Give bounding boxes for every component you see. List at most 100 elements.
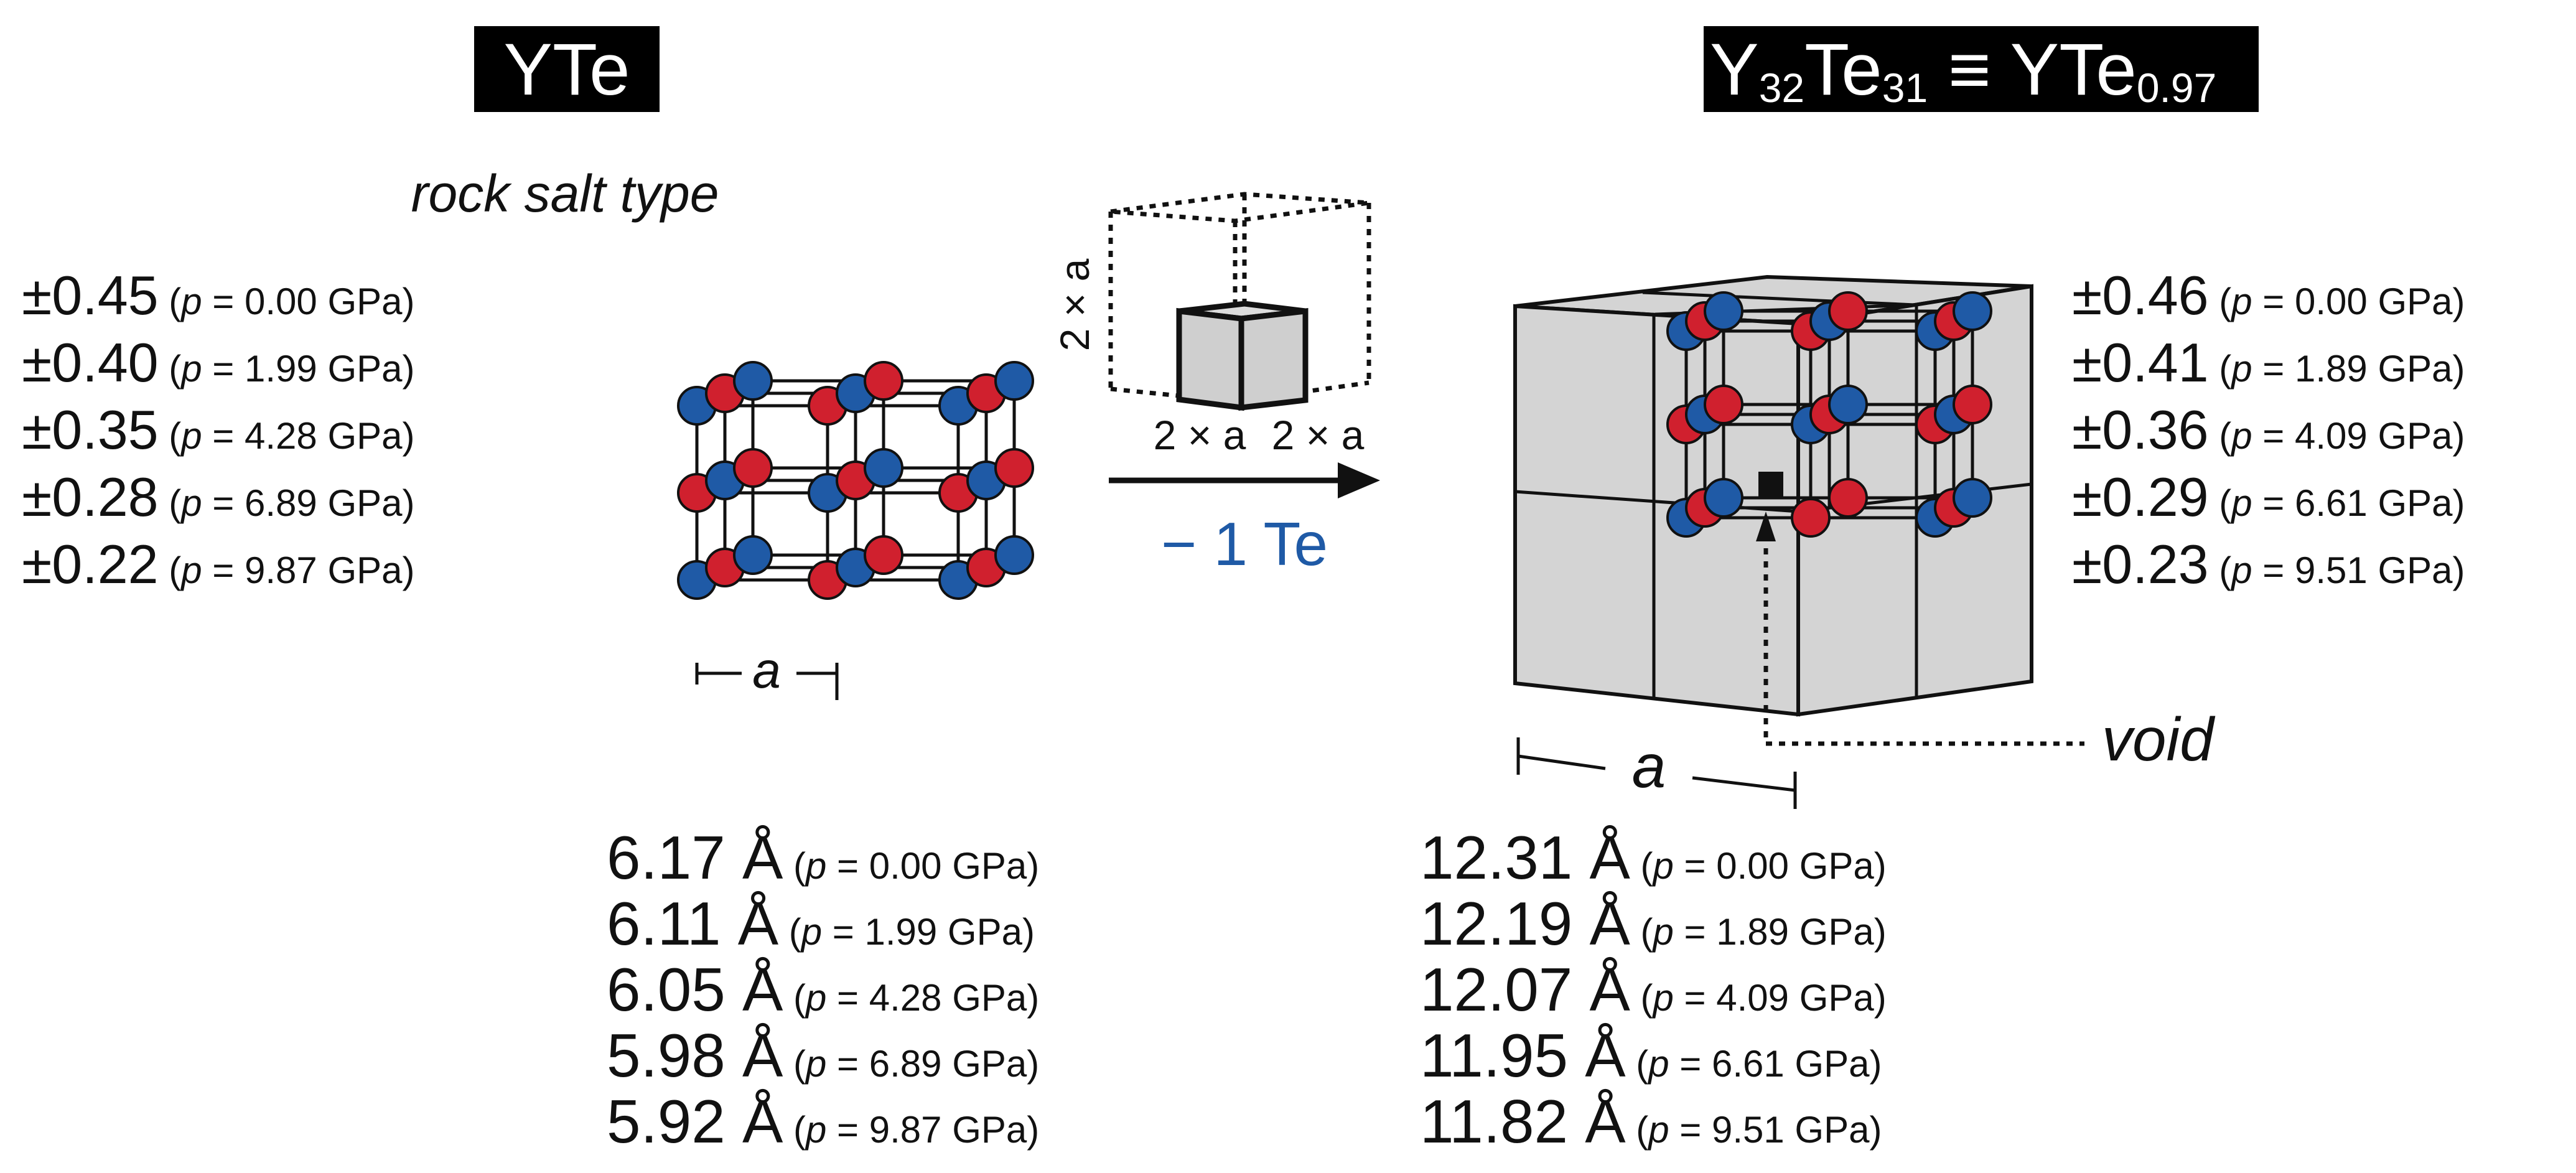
value-text: ±0.29 [2072,466,2209,528]
rock-salt-unit-cell [677,361,1034,600]
equals: = [826,1109,869,1151]
angstrom-unit: Å [726,823,783,892]
value-text: ±0.22 [22,533,159,595]
right-title-background [1704,26,2259,112]
value-text: ±0.23 [2072,533,2209,595]
left-charge-list: ±0.45 (p = 0.00 GPa)±0.40 (p = 1.99 GPa)… [22,264,415,595]
title-te: Te [1804,29,1882,111]
lattice-parameter-row: 5.92 Å (p = 9.87 GPa) [607,1087,1039,1156]
close-paren: ) [1022,911,1035,953]
pressure-unit: GPa [942,977,1027,1019]
right-lattice-bracket: a [1516,732,1797,809]
value-text: ±0.35 [22,399,159,460]
equals: = [2252,415,2295,457]
tellurium-atom [733,448,773,488]
bracket-line-right [1692,776,1796,792]
equals: = [822,911,864,953]
open-paren: ( [159,549,182,591]
angstrom-unit: Å [726,1087,783,1156]
left-title-background [474,26,660,112]
tellurium-atom [1791,498,1831,538]
open-paren: ( [159,281,182,322]
pressure-value: 6.89 [869,1043,942,1085]
pressure-symbol: p [1652,911,1674,953]
value-text: ±0.28 [22,466,159,528]
pressure-symbol: p [180,281,202,322]
pressure-symbol: p [2230,549,2252,591]
value-text: ±0.40 [22,332,159,393]
tellurium-atom [1828,291,1868,331]
value-text: 6.05 [607,955,726,1024]
open-paren: ( [2209,281,2232,322]
bracket-line-left [1518,754,1606,770]
pressure-unit: GPa [1785,1109,1870,1151]
pressure-value: 6.61 [1712,1043,1785,1085]
right-title: Y32Te31 ≡ YTe0.97 [1704,26,2259,112]
yttrium-atom [1953,291,1992,331]
pressure-symbol: p [180,482,202,524]
pressure-symbol: p [805,1109,826,1151]
equals: = [1669,1043,1712,1085]
top-divider-b [1642,291,1916,307]
lattice-parameter-row: 6.11 Å (p = 1.99 GPa) [607,889,1035,958]
lattice-parameter-row: 5.98 Å (p = 6.89 GPa) [607,1021,1039,1090]
title-te-subscript: 31 [1882,65,1928,111]
equals: = [2252,348,2295,390]
open-paren: ( [783,1043,806,1085]
void-annotation: void [1756,472,2216,773]
tellurium-atom [864,535,903,575]
close-paren: ) [2453,281,2465,322]
pressure-unit: GPa [317,549,403,591]
tellurium-atom [994,448,1034,488]
pressure-unit: GPa [1789,845,1874,887]
charge-row: ±0.22 (p = 9.87 GPa) [22,533,415,595]
open-paren: ( [2209,482,2232,524]
supercell-atoms [1666,291,1992,538]
title-y-subscript: 32 [1759,65,1804,111]
open-paren: ( [783,1109,806,1151]
close-paren: ) [403,281,415,322]
pressure-unit: GPa [317,482,403,524]
equals: = [202,281,245,322]
left-subtitle: rock salt type [411,164,719,223]
pressure-value: 0.00 [1716,845,1789,887]
left-title-text: YTe [503,29,630,111]
pressure-symbol: p [805,845,826,887]
transform-arrow-head [1338,462,1380,498]
pressure-value: 4.28 [869,977,942,1019]
close-paren: ) [403,482,415,524]
pressure-unit: GPa [1789,977,1874,1019]
value-text: ±0.41 [2072,332,2209,393]
close-paren: ) [403,415,415,457]
supercell-height-label: 2 × a [1052,258,1098,351]
close-paren: ) [1027,1109,1039,1151]
pressure-symbol: p [1647,1043,1669,1085]
pressure-unit: GPa [2368,281,2453,322]
title-ratio-subscript: 0.97 [2137,65,2216,111]
equals: = [1674,845,1716,887]
yttrium-atom [1828,385,1868,424]
left-parameter-list: 6.17 Å (p = 0.00 GPa)6.11 Å (p = 1.99 GP… [607,823,1039,1156]
open-paren: ( [159,348,182,390]
open-paren: ( [778,911,801,953]
title-equiv: ≡ YTe [1928,29,2137,111]
angstrom-unit: Å [1568,1087,1626,1156]
equals: = [1674,911,1716,953]
pressure-unit: GPa [2368,415,2453,457]
pressure-value: 6.61 [2295,482,2368,524]
close-paren: ) [2453,482,2465,524]
equals: = [1674,977,1716,1019]
value-text: 6.11 [607,889,721,958]
pressure-symbol: p [2230,415,2252,457]
angstrom-unit: Å [726,1021,783,1090]
pressure-value: 1.99 [864,911,937,953]
equals: = [1669,1109,1712,1151]
pressure-unit: GPa [2368,348,2453,390]
pressure-unit: GPa [942,845,1027,887]
open-paren: ( [783,977,806,1019]
angstrom-unit: Å [1568,1021,1626,1090]
unit-cube-right [1238,307,1309,411]
pressure-unit: GPa [317,348,403,390]
pressure-symbol: p [180,348,202,390]
